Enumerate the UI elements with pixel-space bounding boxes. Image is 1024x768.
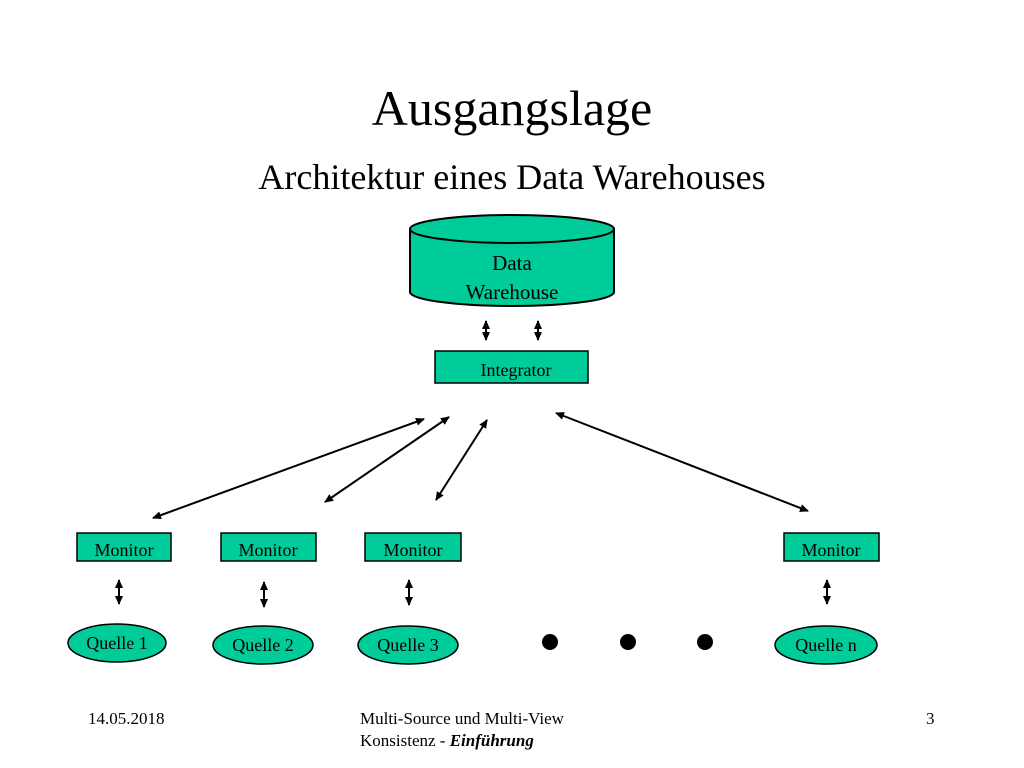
footer-date: 14.05.2018 [88, 709, 165, 728]
monitor-box-2: Monitor [220, 532, 317, 562]
integrator-box: Integrator [434, 350, 589, 384]
integrator-label: Integrator [481, 360, 552, 380]
ellipsis-dot-3 [697, 634, 713, 650]
source-ellipse-n: Quelle n [774, 625, 878, 665]
footer-center-line2-emph: Einführung [449, 731, 534, 750]
ellipsis-dot-1 [542, 634, 558, 650]
monitor-label-n: Monitor [801, 540, 860, 560]
monitor-label-3: Monitor [383, 540, 442, 560]
source-label-3: Quelle 3 [377, 635, 438, 655]
data-warehouse-cylinder: Data Warehouse [409, 214, 615, 307]
footer-center-line2: Konsistenz - Einführung [360, 730, 620, 752]
source-ellipse-2: Quelle 2 [212, 625, 314, 665]
slide-subtitle: Architektur eines Data Warehouses [258, 157, 766, 197]
arrow-integrator-monitor-n [555, 412, 809, 512]
source-ellipse-1: Quelle 1 [67, 623, 167, 663]
footer-center-line2-prefix: Konsistenz - [360, 731, 450, 750]
warehouse-label-line1: Data [492, 251, 532, 275]
footer-center-text: Multi-Source und Multi-View Konsistenz -… [360, 708, 620, 752]
source-ellipse-3: Quelle 3 [357, 625, 459, 665]
footer-page-number: 3 [926, 709, 935, 728]
monitor-box-1: Monitor [76, 532, 172, 562]
monitor-box-n: Monitor [783, 532, 880, 562]
source-label-1: Quelle 1 [86, 633, 147, 653]
monitor-label-2: Monitor [238, 540, 297, 560]
monitor-label-1: Monitor [94, 540, 153, 560]
monitor-box-3: Monitor [364, 532, 462, 562]
source-label-2: Quelle 2 [232, 635, 293, 655]
slide-title: Ausgangslage [371, 80, 653, 136]
arrow-integrator-monitor-1 [152, 417, 425, 520]
ellipsis-dot-2 [620, 634, 636, 650]
arrow-integrator-monitor-3 [435, 419, 488, 501]
warehouse-label-line2: Warehouse [466, 280, 559, 304]
source-label-n: Quelle n [795, 635, 856, 655]
arrow-integrator-monitor-2 [324, 416, 450, 503]
footer-center-line1: Multi-Source und Multi-View [360, 709, 564, 728]
